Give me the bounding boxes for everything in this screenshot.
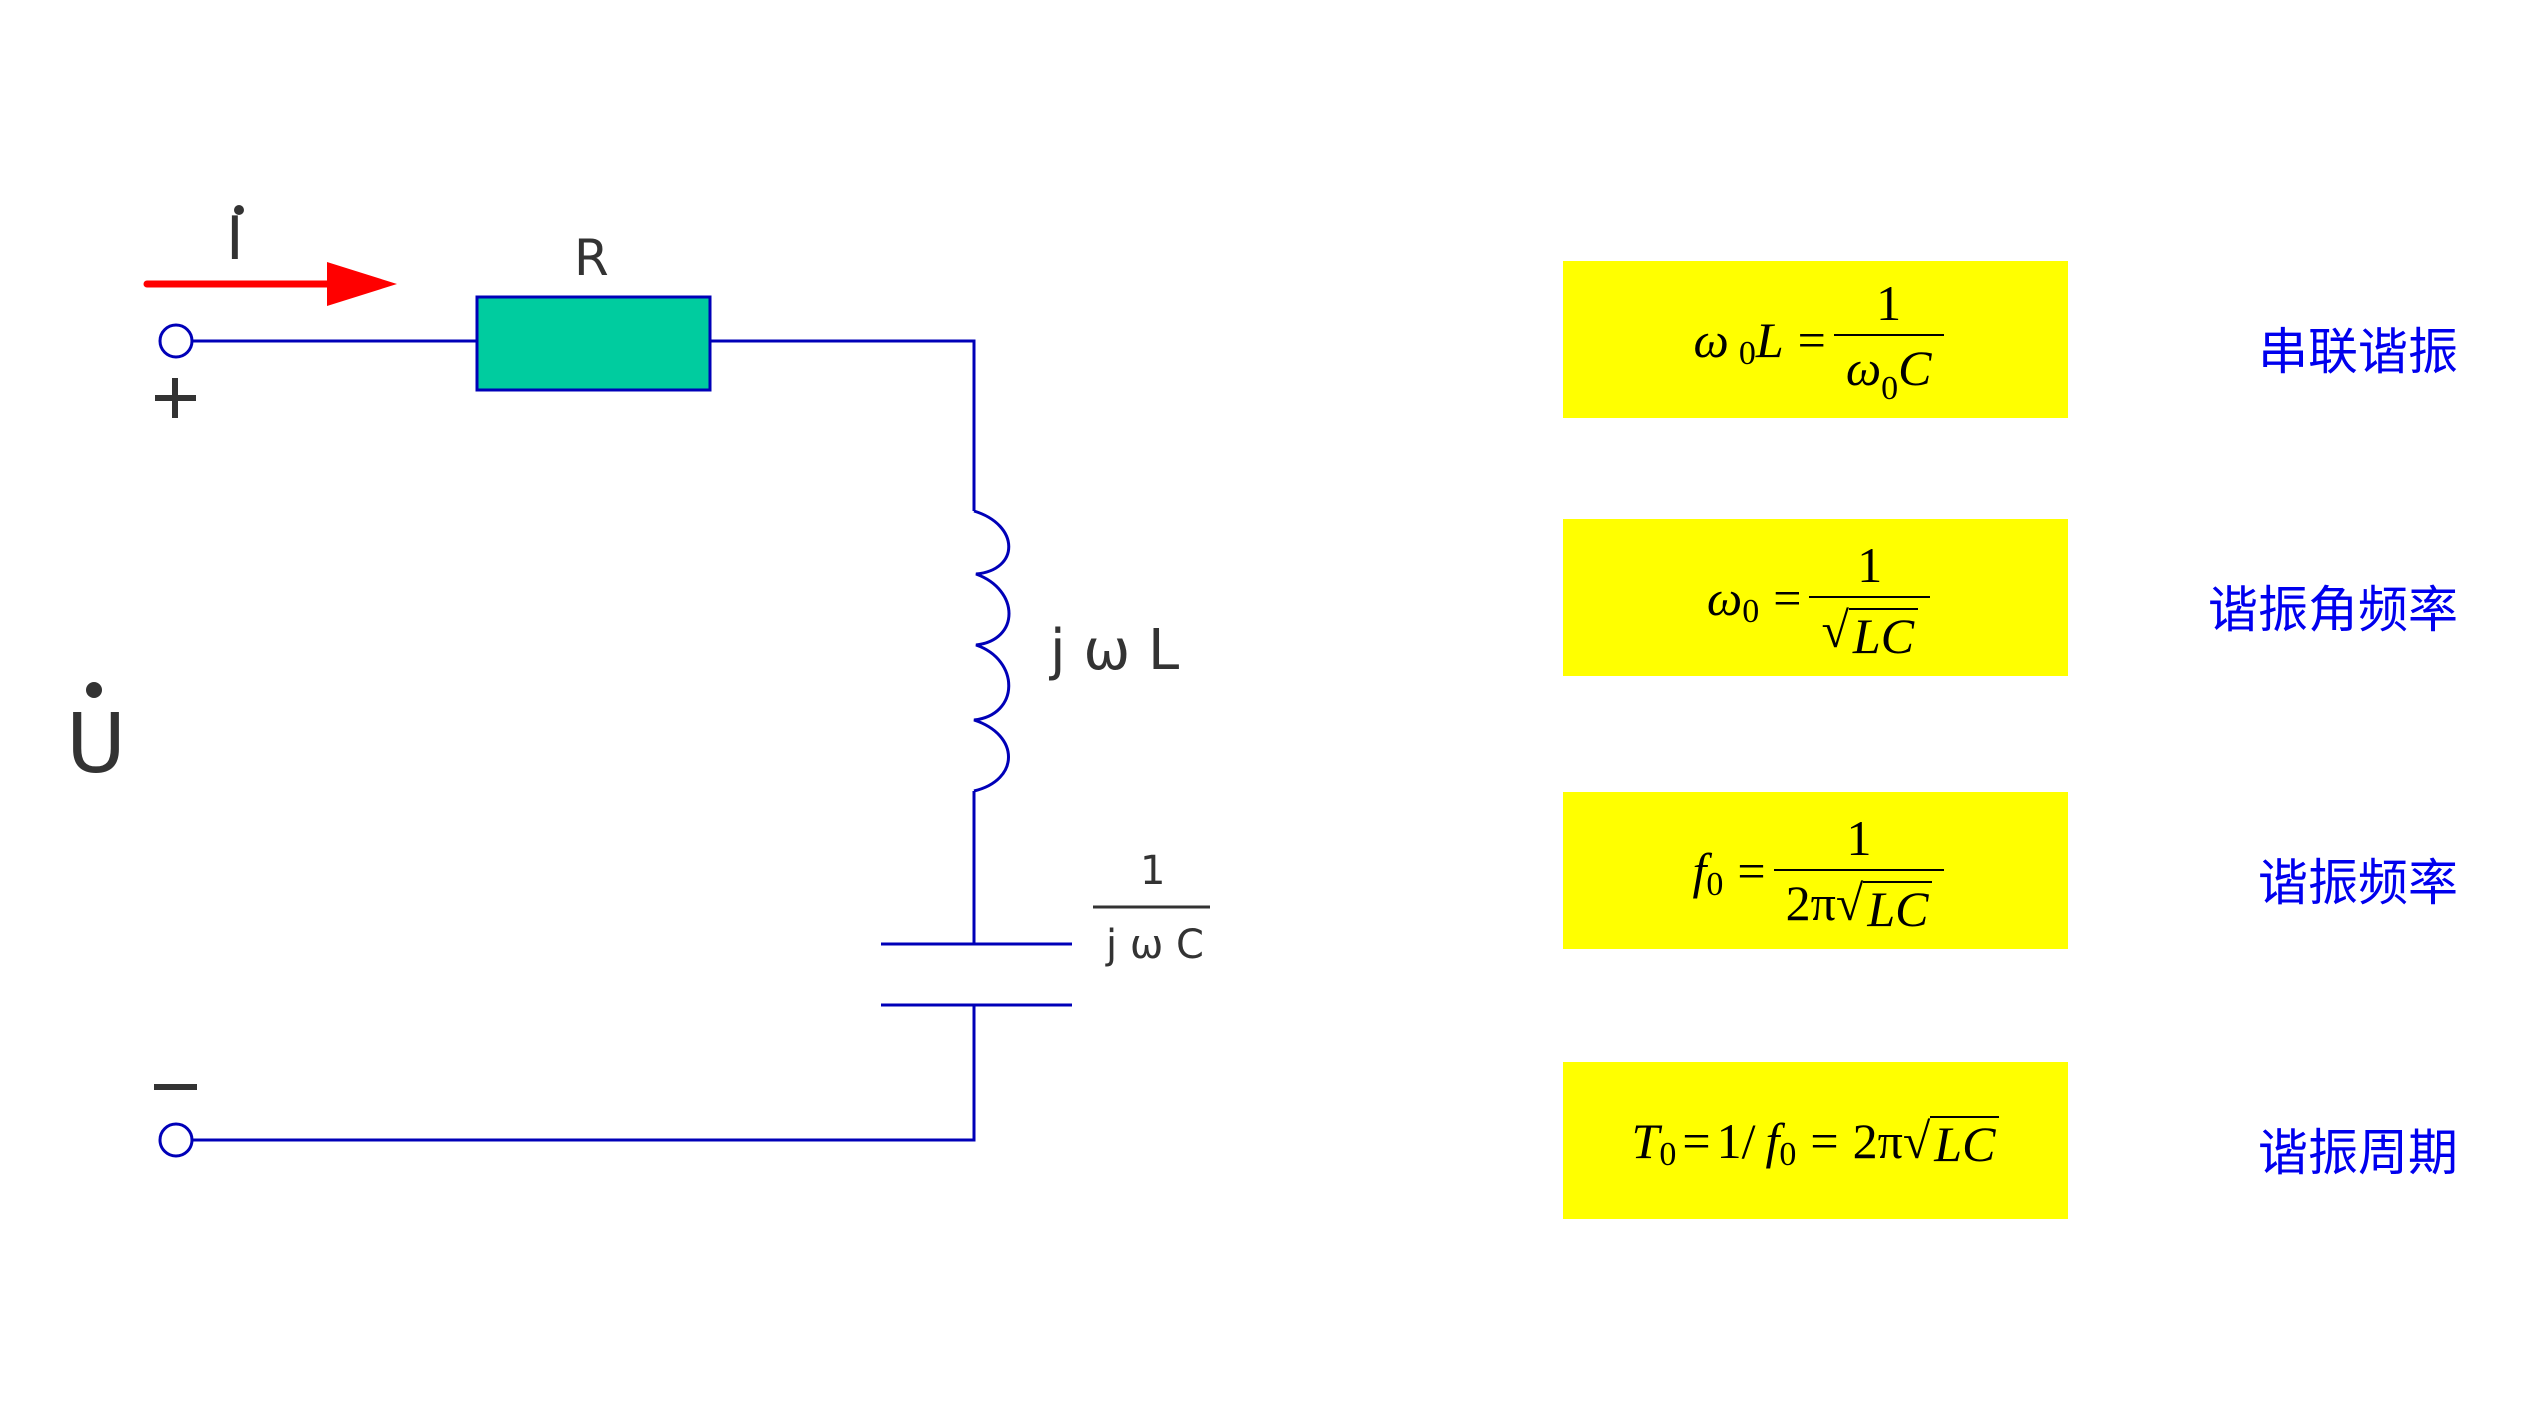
fraction: 1 √ LC: [1809, 534, 1931, 662]
formula-period: T 0 = 1/ f 0 = 2π √ LC: [1563, 1062, 2068, 1219]
square-root-icon: √: [1835, 874, 1864, 931]
formula-box-series-resonance: ω 0 L = 1 ω0C: [1563, 261, 2068, 418]
current-phasor-dot: [234, 205, 244, 215]
equals-sign: =: [1797, 311, 1826, 368]
square-root-icon: √: [1821, 601, 1849, 658]
formula-series-resonance: ω 0 L = 1 ω0C: [1563, 261, 2068, 418]
radicand: LC: [1863, 880, 1933, 935]
formula-frequency: f 0 = 1 2π √ LC: [1563, 792, 2068, 949]
resistor-label: R: [574, 229, 609, 287]
formula-angular-frequency: ω 0 = 1 √ LC: [1563, 519, 2068, 676]
subscript: 0: [1742, 592, 1760, 630]
numerator: 1: [1773, 807, 1945, 871]
capacitor-label-numerator: 1: [1140, 848, 1166, 894]
label-series-resonance: 串联谐振: [2258, 323, 2458, 381]
current-arrow-head: [327, 262, 397, 306]
inductor: [973, 509, 1011, 793]
negative-terminal: [158, 1122, 194, 1158]
equals-sign: =: [1682, 1112, 1711, 1169]
minus-sign: [154, 1084, 197, 1090]
subscript: 0: [1738, 334, 1756, 372]
voltage-label: U: [66, 697, 127, 792]
radicand: LC: [1930, 1115, 2000, 1170]
equals-sign: =: [1810, 1112, 1839, 1169]
bottom-wire: [192, 1005, 976, 1142]
formula-box-frequency: f 0 = 1 2π √ LC: [1563, 792, 2068, 949]
label-angular-frequency: 谐振角频率: [2208, 581, 2458, 639]
denominator: ω0C: [1846, 336, 1932, 407]
formula-box-period: T 0 = 1/ f 0 = 2π √ LC: [1563, 1062, 2068, 1219]
resistor: [475, 295, 712, 392]
root-expression: 2π √ LC: [1853, 1112, 2000, 1170]
voltage-phasor-dot: [86, 682, 102, 698]
coefficient: 2π: [1852, 1112, 1903, 1169]
plus-sign-v: [172, 378, 178, 418]
capacitor-label-denominator: j ω C: [1106, 922, 1204, 968]
denominator: √ LC: [1821, 598, 1919, 662]
current-label: I: [226, 204, 244, 274]
label-frequency: 谐振频率: [2258, 854, 2458, 912]
numerator: 1: [1833, 272, 1944, 336]
subscript: 0: [1659, 1135, 1677, 1173]
radicand: LC: [1848, 607, 1919, 662]
equals-sign: =: [1737, 842, 1766, 899]
fraction: 1 2π √ LC: [1773, 807, 1945, 935]
reciprocal: 1/: [1716, 1112, 1756, 1169]
equals-sign: =: [1773, 569, 1802, 626]
frequency-symbol: f: [1692, 842, 1707, 899]
period-symbol: T: [1631, 1112, 1660, 1169]
inductance-symbol: L: [1755, 311, 1784, 368]
subscript: 0: [1881, 370, 1899, 407]
fraction: 1 ω0C: [1833, 272, 1944, 407]
subscript: 0: [1779, 1135, 1797, 1173]
coefficient: 2π: [1785, 874, 1836, 931]
label-period: 谐振周期: [2258, 1124, 2458, 1182]
omega-symbol: ω: [1845, 340, 1882, 396]
square-root-icon: √: [1902, 1112, 1931, 1169]
top-wire-right: [710, 339, 976, 511]
omega-symbol: ω: [1706, 569, 1743, 626]
formula-box-angular-frequency: ω 0 = 1 √ LC: [1563, 519, 2068, 676]
denominator: 2π √ LC: [1786, 871, 1933, 935]
subscript: 0: [1706, 865, 1724, 903]
frequency-symbol: f: [1765, 1112, 1780, 1169]
inductor-label: j ω L: [1050, 618, 1180, 683]
positive-terminal: [158, 323, 194, 359]
capacitance-symbol: C: [1898, 340, 1932, 396]
omega-symbol: ω: [1693, 311, 1729, 368]
numerator: 1: [1809, 534, 1931, 598]
